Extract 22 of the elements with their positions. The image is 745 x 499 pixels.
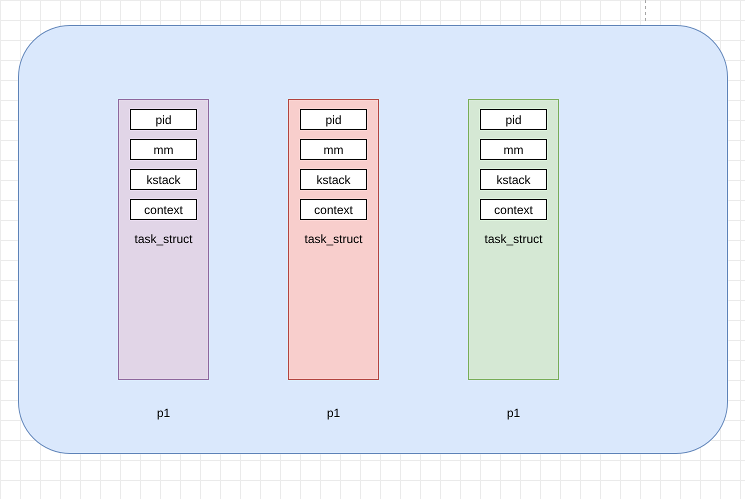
process-label: p1 (156, 406, 172, 420)
field-box: kstack (130, 169, 197, 190)
struct-name: task_struct (483, 232, 544, 246)
field-box: mm (300, 139, 367, 160)
struct-panel (118, 99, 209, 380)
struct-panel (288, 99, 379, 380)
process-label: p1 (326, 406, 342, 420)
field-box: pid (480, 109, 547, 130)
field-box: kstack (480, 169, 547, 190)
struct-name: task_struct (303, 232, 364, 246)
field-box: mm (480, 139, 547, 160)
field-box: pid (130, 109, 197, 130)
field-box: pid (300, 109, 367, 130)
struct-panel (468, 99, 559, 380)
field-box: context (130, 199, 197, 220)
field-box: kstack (300, 169, 367, 190)
field-box: context (480, 199, 547, 220)
struct-name: task_struct (133, 232, 194, 246)
rounded-container (18, 25, 728, 454)
field-box: mm (130, 139, 197, 160)
process-label: p1 (506, 406, 522, 420)
field-box: context (300, 199, 367, 220)
